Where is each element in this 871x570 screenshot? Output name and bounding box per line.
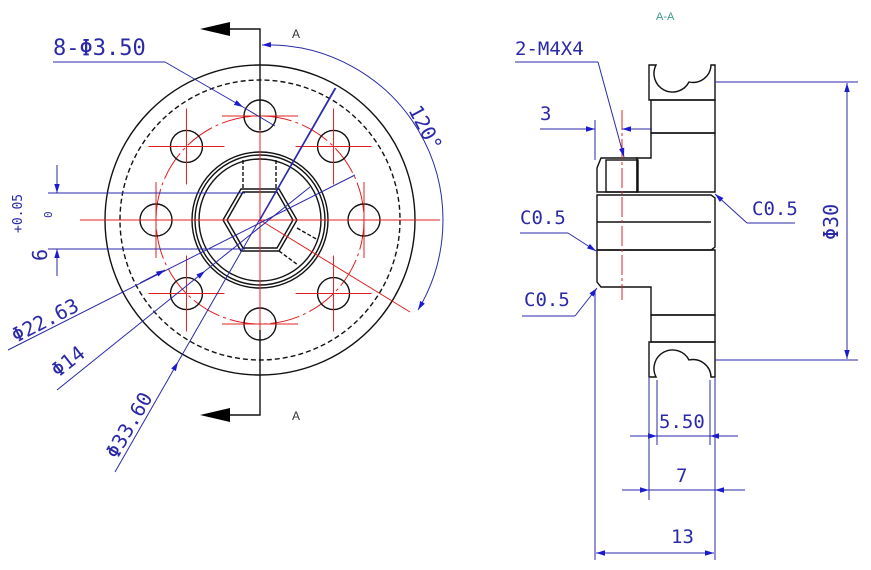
slot-tolerance-upper: +0.05 [11,194,26,233]
chamfer-left-upper: C0.5 [520,207,566,229]
flange-rim-top [648,64,716,101]
flange-body-top [636,132,716,193]
setscrew-offset: 3 [540,103,551,125]
slot-width: 6 [28,249,52,261]
hub-bottom [596,249,716,316]
chamfer-left-upper-leader [567,232,597,252]
bolt-circle-arrow [139,269,166,284]
section-arrow-bottom [200,330,261,422]
hub-dia: Φ14 [46,341,89,382]
section-arrow-top [200,22,261,130]
outer-dia-line [177,87,336,363]
chamfer-right: C0.5 [752,198,798,220]
flange-hole-bottom [650,314,716,343]
angle-label: 120° [404,101,448,155]
angle-dimension-arc [261,42,444,311]
bolt-circle-leader [7,174,356,351]
section-mark-bottom: A [292,409,300,423]
chamfer-left-lower: C0.5 [524,289,570,311]
groove-dia: Φ30 [819,204,843,240]
total-width: 13 [671,526,694,548]
hole-pattern-label: 8-Φ3.50 [53,36,146,61]
thread-callout-leader [597,61,625,158]
flange-rim-bottom [648,341,716,378]
chamfer-right-leader [714,193,748,224]
hole-callout-leader [164,61,244,108]
hub-top [596,157,638,193]
angle-centerline [259,219,411,313]
thread-label: 2-M4X4 [515,38,584,60]
flange-hole-top [650,99,716,134]
slot-tolerance-lower: 0 [42,211,55,218]
front-view: A A 8-Φ3.50 120° +0.05 0 6 Φ22.63 Φ14 Φ3… [7,22,448,473]
outer-dia-leader [114,361,179,473]
hidden-line [278,250,299,266]
section-title: A-A [656,11,675,23]
chamfer-left-lower-leader [574,287,598,317]
groove-width: 5.50 [659,411,705,433]
flange-width: 7 [676,465,687,487]
hub-dia-line [204,186,311,272]
outer-dia: Φ33.60 [101,388,158,463]
section-view: A-A 2-M4X4 3 C0.5 C0.5 C0.5 Φ30 [515,11,858,560]
section-mark-top: A [292,27,300,41]
bolt-circle-dia: Φ22.63 [7,293,82,347]
hub-dia-leader [56,270,206,391]
hidden-line [296,227,319,241]
angle-extension-line [259,87,337,221]
